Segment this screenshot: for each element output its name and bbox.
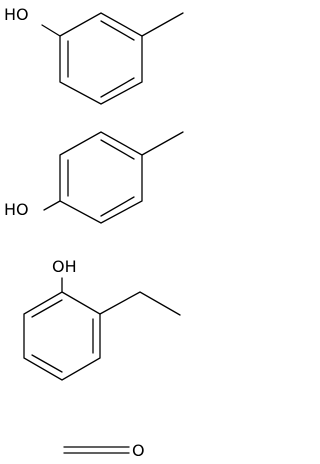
p-cresol-ring <box>59 131 143 224</box>
m-cresol-structure: HO <box>4 5 184 105</box>
p-cresol-inner-double-bonds <box>67 139 135 217</box>
formaldehyde-structure: O <box>63 441 145 460</box>
2-ethylphenol-ethyl-chain <box>99 291 181 316</box>
m-cresol-oh-bond <box>41 24 61 37</box>
p-cresol-hydroxyl-label: HO <box>4 200 29 219</box>
formaldehyde-oxygen-label: O <box>132 441 145 460</box>
formaldehyde-double-bond <box>63 446 130 454</box>
p-cresol-methyl-bond <box>141 131 184 156</box>
m-cresol-hydroxyl-label: HO <box>4 5 29 24</box>
2-ethylphenol-ring <box>23 291 101 381</box>
p-cresol-oh-bond <box>43 200 61 211</box>
2-ethylphenol-hydroxyl-label: OH <box>52 257 77 276</box>
2-ethylphenol-structure: OH <box>23 257 181 381</box>
p-cresol-structure: HO <box>4 131 184 224</box>
2-ethylphenol-inner-double-bonds <box>31 299 94 373</box>
m-cresol-ring <box>59 12 143 105</box>
m-cresol-inner-double-bonds <box>67 20 135 98</box>
m-cresol-methyl-bond <box>141 12 184 37</box>
structure-canvas: HO HO OH O <box>4 5 184 460</box>
